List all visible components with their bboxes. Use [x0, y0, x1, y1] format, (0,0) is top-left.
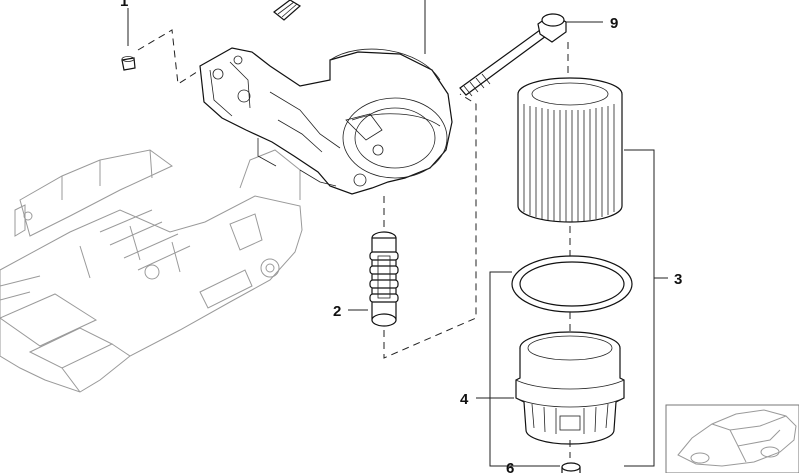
filter-cap-icon — [515, 331, 625, 445]
callout-3: 3 — [674, 271, 682, 288]
callout-6: 6 — [506, 460, 514, 473]
car-thumbnail-icon — [665, 404, 799, 473]
filter-element-icon — [517, 77, 623, 223]
seal-icon — [561, 462, 581, 473]
callout-1: 1 — [120, 0, 128, 10]
callout-2: 2 — [333, 303, 341, 320]
callout-4: 4 — [460, 391, 469, 408]
callout-9: 9 — [610, 15, 618, 32]
short-bolt-icon — [273, 0, 302, 21]
oil-filter-housing-icon — [199, 47, 453, 195]
check-valve-icon — [369, 231, 399, 327]
plug-part-icon — [121, 56, 136, 71]
engine-block-icon — [0, 149, 303, 393]
o-ring-icon — [511, 255, 633, 313]
long-bolt-icon — [459, 13, 567, 97]
